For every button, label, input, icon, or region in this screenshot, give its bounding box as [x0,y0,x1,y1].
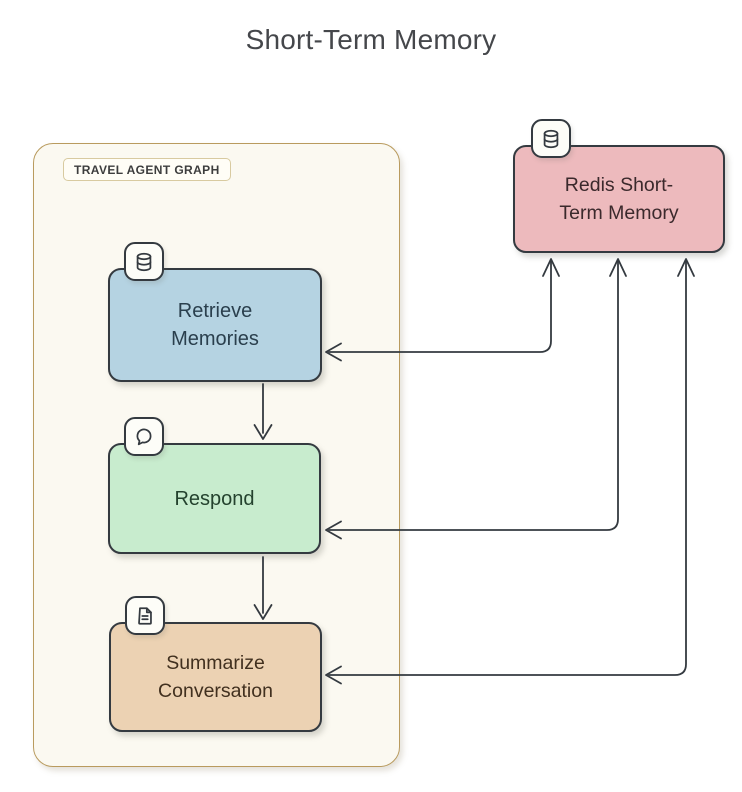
group-label: TRAVEL AGENT GRAPH [63,158,231,181]
node-respond: Respond [108,417,321,554]
node-badge [531,119,571,158]
node-label-line: Conversation [158,680,273,702]
node-label-line: Memories [171,328,259,350]
node-label-line: Term Memory [559,202,679,224]
node-label: Respond [174,485,254,513]
node-retrieve-memories: Retrieve Memories [108,242,322,382]
node-redis-short-term-memory: Redis Short- Term Memory [513,119,725,253]
node-label-line: Respond [174,487,255,510]
node-badge [124,242,164,281]
page-title: Short-Term Memory [245,24,497,55]
document-icon [138,606,152,625]
node-badge [125,596,165,635]
node-label-line: Summarize [166,652,265,674]
node-badge [124,417,164,456]
node-label: Redis Short- Term Memory [559,171,678,227]
node-summarize-conversation: Summarize Conversation [109,596,322,732]
node-label-line: Retrieve [177,300,253,322]
chat-bubble-icon [136,428,152,445]
node-label: Summarize Conversation [158,649,273,705]
node-label-line: Redis Short- [564,174,674,196]
database-icon [136,252,152,271]
database-icon [543,129,559,148]
node-label: Retrieve Memories [171,297,259,353]
